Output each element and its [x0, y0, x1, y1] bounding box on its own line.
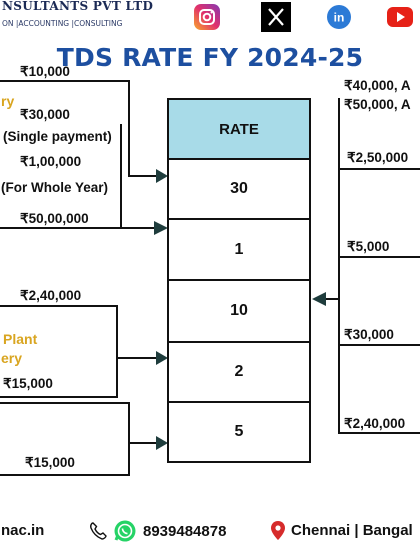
rate-cell-5: 5 [167, 401, 311, 463]
connector-line [120, 124, 122, 228]
right-amount-40000: ₹40,000, A [344, 78, 411, 93]
arrowhead [156, 169, 168, 183]
left-category-plant: Plant [3, 331, 38, 347]
linkedin-icon[interactable]: in [323, 2, 355, 32]
left-note-whole-year: (For Whole Year) [1, 180, 109, 195]
connector-line [118, 357, 158, 359]
brand-title: NSULTANTS PVT LTD [2, 0, 154, 13]
left-amount-15000-a: ₹15,000 [3, 376, 53, 391]
arrowhead [156, 351, 168, 365]
connector-line [0, 396, 118, 398]
left-amount-30000: ₹30,000 [20, 107, 70, 122]
arrowhead [312, 292, 326, 306]
rate-cell-30: 30 [167, 158, 311, 220]
footer-phone-group[interactable]: 8939484878 [88, 519, 226, 543]
connector-line [128, 442, 158, 444]
connector-line [0, 474, 130, 476]
footer-location-group[interactable]: Chennai | Bangal [271, 521, 413, 540]
connector-line [0, 80, 130, 82]
footer-location: Chennai | Bangal [291, 522, 413, 539]
svg-text:in: in [334, 11, 345, 25]
connector-line [0, 305, 118, 307]
connector-line [338, 256, 420, 258]
phone-icon [88, 521, 108, 541]
connector-line [128, 402, 130, 476]
right-amount-50000: ₹50,000, A [344, 97, 411, 112]
connector-line [116, 305, 118, 398]
arrowhead [156, 436, 168, 450]
rate-header-cell: RATE [167, 98, 311, 160]
location-pin-icon [271, 521, 285, 540]
footer-website[interactable]: nac.in [1, 522, 45, 539]
x-icon[interactable] [260, 2, 292, 32]
left-category-fragment: ry [1, 93, 15, 109]
right-amount-30000: ₹30,000 [344, 327, 394, 342]
right-amount-5000: ₹5,000 [347, 239, 390, 254]
connector-line [0, 402, 130, 404]
youtube-icon[interactable] [384, 2, 416, 32]
left-amount-10000: ₹10,000 [20, 64, 70, 79]
rate-table: RATE 30 1 10 2 5 [167, 98, 311, 463]
left-amount-100000: ₹1,00,000 [20, 154, 82, 169]
whatsapp-icon [113, 519, 137, 543]
rate-cell-1: 1 [167, 218, 311, 281]
connector-line [324, 298, 340, 300]
right-amount-250000: ₹2,50,000 [347, 150, 409, 165]
arrowhead [154, 221, 168, 235]
connector-line [128, 80, 130, 176]
left-note-single-payment: (Single payment) [3, 129, 112, 144]
footer-phone: 8939484878 [143, 522, 227, 540]
left-category-machinery: ery [1, 350, 23, 366]
connector-line [338, 344, 420, 346]
left-amount-240000: ₹2,40,000 [20, 288, 82, 303]
left-amount-5000000: ₹50,00,000 [20, 211, 89, 226]
right-amount-240000: ₹2,40,000 [344, 416, 406, 431]
connector-line [0, 227, 156, 229]
connector-line [338, 168, 420, 170]
rate-cell-10: 10 [167, 279, 311, 343]
brand-subtitle: ON |ACCOUNTING |CONSULTING [2, 19, 123, 28]
instagram-icon[interactable] [191, 2, 223, 32]
page-title: TDS RATE FY 2024-25 [56, 43, 364, 72]
connector-line [338, 432, 420, 434]
left-amount-15000-b: ₹15,000 [25, 455, 75, 470]
connector-line [128, 175, 158, 177]
connector-line [338, 98, 340, 298]
connector-line [338, 298, 340, 434]
rate-cell-2: 2 [167, 341, 311, 403]
